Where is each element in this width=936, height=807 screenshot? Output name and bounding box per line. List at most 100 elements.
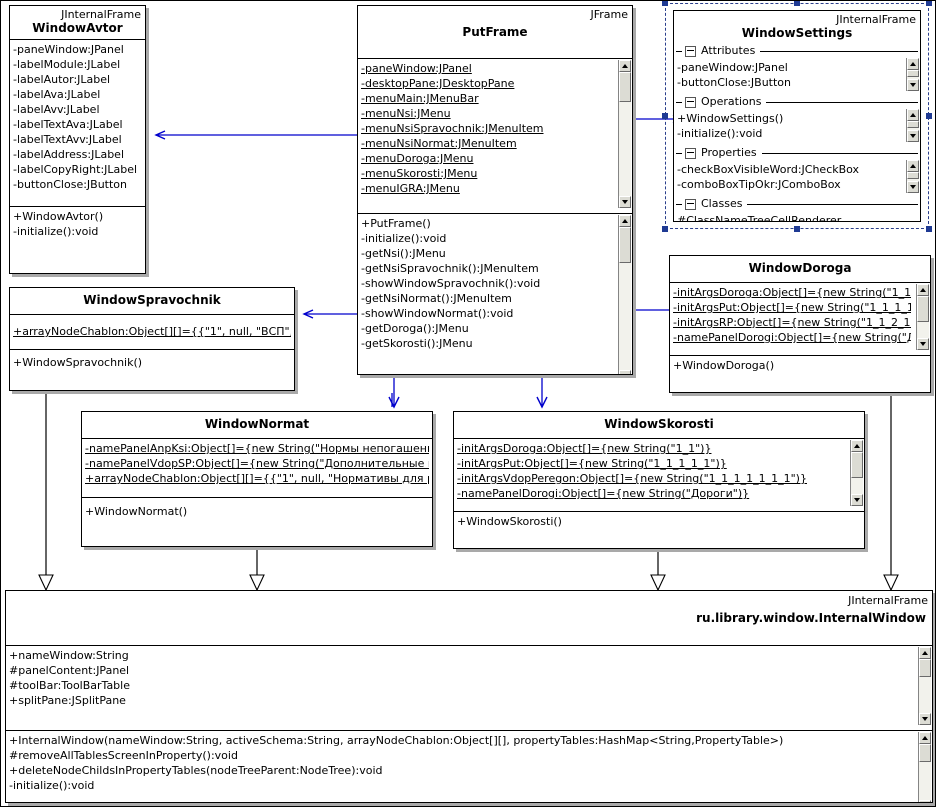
attributes-compartment-windownormat[interactable]: -namePanelAnpKsi:Object[]={new String("Н… xyxy=(82,439,432,498)
operations-compartment-internalwindow[interactable]: +InternalWindow(nameWindow:String, activ… xyxy=(6,731,932,802)
selection-handle-top-right[interactable] xyxy=(926,1,932,6)
scrollbar-thumb[interactable] xyxy=(917,296,929,322)
attribute-row: -namePanelVdopSP:Object[]={new String("Д… xyxy=(85,457,429,470)
operations-scrollbar-internalwindow[interactable] xyxy=(918,732,931,802)
scrollbar-track[interactable] xyxy=(851,452,863,494)
selection-handle-top-left[interactable] xyxy=(662,1,668,6)
operations-compartment-windownormat[interactable]: +WindowNormat() xyxy=(82,498,432,546)
group-header-attributes[interactable]: Attributes xyxy=(674,44,920,58)
scrollbar-track[interactable] xyxy=(907,172,919,181)
properties-compartment-windowsettings[interactable]: -checkBoxVisibleWord:JCheckBox -comboBox… xyxy=(674,160,920,197)
selection-handle-middle-left[interactable] xyxy=(662,113,668,119)
selection-handle-middle-right[interactable] xyxy=(926,113,932,119)
scrollbar-track[interactable] xyxy=(917,296,929,338)
scroll-up-icon[interactable] xyxy=(917,284,929,296)
operations-compartment-windowspravochnik[interactable]: +WindowSpravochnik() xyxy=(10,350,294,390)
scrollbar-thumb[interactable] xyxy=(907,121,919,128)
group-rule-right xyxy=(766,101,918,103)
attributes-compartment-internalwindow[interactable]: +nameWindow:String #panelContent:JPanel … xyxy=(6,646,932,731)
operations-scrollbar-windowsettings[interactable] xyxy=(906,109,919,142)
group-rule-right xyxy=(747,203,918,205)
attributes-compartment-windowdoroga[interactable]: -initArgsDoroga:Object[]={new String("1_… xyxy=(670,283,930,356)
collapse-toggle-icon[interactable] xyxy=(685,147,696,159)
classes-compartment-windowsettings[interactable]: #ClassNameTreeCellRenderer xyxy=(674,211,920,221)
scrollbar-track[interactable] xyxy=(907,70,919,79)
group-header-properties[interactable]: Properties xyxy=(674,146,920,160)
scroll-down-icon[interactable] xyxy=(907,130,919,142)
selection-handle-bottom-left[interactable] xyxy=(662,226,668,232)
scroll-up-icon[interactable] xyxy=(619,215,631,227)
scroll-down-icon[interactable] xyxy=(917,338,929,350)
scrollbar-thumb[interactable] xyxy=(907,172,919,179)
scrollbar-thumb[interactable] xyxy=(619,72,631,102)
collapse-toggle-icon[interactable] xyxy=(685,198,696,210)
scrollbar-track[interactable] xyxy=(907,121,919,130)
attributes-compartment-windowspravochnik[interactable]: +arrayNodeChablon:Object[][]={{"1", null… xyxy=(10,315,294,350)
operations-compartment-putframe[interactable]: +PutFrame() -initialize():void -getNsi()… xyxy=(358,214,632,374)
scrollbar-track[interactable] xyxy=(919,744,931,800)
collapse-toggle-icon[interactable] xyxy=(685,45,696,57)
collapse-toggle-icon[interactable] xyxy=(685,96,696,108)
attributes-scrollbar-internalwindow[interactable] xyxy=(918,647,931,725)
group-label: Properties xyxy=(701,146,757,159)
scroll-down-icon[interactable] xyxy=(907,181,919,193)
operations-compartment-windowdoroga[interactable]: +WindowDoroga() xyxy=(670,356,930,392)
attributes-compartment-putframe[interactable]: -paneWindow:JPanel -desktopPane:JDesktop… xyxy=(358,59,632,214)
scrollbar-thumb[interactable] xyxy=(907,70,919,77)
attributes-scrollbar-windowsettings[interactable] xyxy=(906,58,919,91)
attributes-compartment-windowsettings[interactable]: -paneWindow:JPanel -buttonClose:JButton xyxy=(674,58,920,95)
scrollbar-track[interactable] xyxy=(619,72,631,196)
scroll-up-icon[interactable] xyxy=(919,647,931,659)
scrollbar-thumb[interactable] xyxy=(919,659,931,677)
class-box-putframe[interactable]: JFrame PutFrame -paneWindow:JPanel -desk… xyxy=(357,5,633,375)
attributes-compartment-windowavtor[interactable]: -paneWindow:JPanel -labelModule:JLabel -… xyxy=(10,40,145,207)
class-stereotype: JInternalFrame xyxy=(61,8,141,21)
scroll-up-icon[interactable] xyxy=(619,60,631,72)
class-box-windowdoroga[interactable]: WindowDoroga -initArgsDoroga:Object[]={n… xyxy=(669,255,931,393)
group-header-operations[interactable]: Operations xyxy=(674,95,920,109)
class-box-windowavtor[interactable]: JInternalFrame WindowAvtor -paneWindow:J… xyxy=(9,5,146,274)
class-box-windownormat[interactable]: WindowNormat -namePanelAnpKsi:Object[]={… xyxy=(81,411,433,547)
group-header-classes[interactable]: Classes xyxy=(674,197,920,211)
attributes-scrollbar-windowdoroga[interactable] xyxy=(916,284,929,350)
scroll-up-icon[interactable] xyxy=(907,109,919,121)
class-header-windowdoroga: WindowDoroga xyxy=(670,256,930,283)
attribute-row: -buttonClose:JButton xyxy=(13,178,128,191)
attribute-row: -paneWindow:JPanel xyxy=(677,61,788,74)
selection-handle-top-center[interactable] xyxy=(794,1,800,6)
scroll-up-icon[interactable] xyxy=(907,160,919,172)
scroll-down-icon[interactable] xyxy=(919,713,931,725)
group-label: Classes xyxy=(701,197,743,210)
attributes-compartment-windowskorosti[interactable]: -initArgsDoroga:Object[]={new String("1_… xyxy=(454,439,864,512)
class-header-windowskorosti: WindowSkorosti xyxy=(454,412,864,439)
scroll-down-icon[interactable] xyxy=(919,800,931,802)
properties-scrollbar-windowsettings[interactable] xyxy=(906,160,919,193)
scrollbar-thumb[interactable] xyxy=(919,744,931,762)
class-box-windowspravochnik[interactable]: WindowSpravochnik +arrayNodeChablon:Obje… xyxy=(9,287,295,391)
scroll-down-icon[interactable] xyxy=(619,196,631,208)
attributes-scrollbar-putframe[interactable] xyxy=(618,60,631,208)
scrollbar-thumb[interactable] xyxy=(851,452,863,478)
scroll-up-icon[interactable] xyxy=(907,58,919,70)
class-box-windowskorosti[interactable]: WindowSkorosti -initArgsDoroga:Object[]=… xyxy=(453,411,865,549)
scroll-down-icon[interactable] xyxy=(851,494,863,506)
scroll-down-icon[interactable] xyxy=(907,79,919,91)
scroll-up-icon[interactable] xyxy=(851,440,863,452)
class-box-internalwindow[interactable]: JInternalFrame ru.library.window.Interna… xyxy=(5,590,933,803)
operations-compartment-windowavtor[interactable]: +WindowAvtor() -initialize():void xyxy=(10,207,145,249)
class-box-windowsettings[interactable]: JInternalFrame WindowSettings Attributes… xyxy=(673,10,921,222)
scroll-up-icon[interactable] xyxy=(919,732,931,744)
scrollbar-track[interactable] xyxy=(619,227,631,370)
operations-scrollbar-putframe[interactable] xyxy=(618,215,631,374)
scroll-down-icon[interactable] xyxy=(619,370,631,374)
selection-handle-bottom-right[interactable] xyxy=(926,226,932,232)
scrollbar-track[interactable] xyxy=(919,659,931,713)
attribute-row: -initArgsDoroga:Object[]={new String("1_… xyxy=(457,442,712,455)
scrollbar-thumb[interactable] xyxy=(619,227,631,263)
operations-compartment-windowskorosti[interactable]: +WindowSkorosti() xyxy=(454,512,864,548)
selection-handle-bottom-center[interactable] xyxy=(794,226,800,232)
group-rule-left xyxy=(676,50,682,52)
attributes-scrollbar-windowskorosti[interactable] xyxy=(850,440,863,506)
operations-compartment-windowsettings[interactable]: +WindowSettings() -initialize():void xyxy=(674,109,920,146)
